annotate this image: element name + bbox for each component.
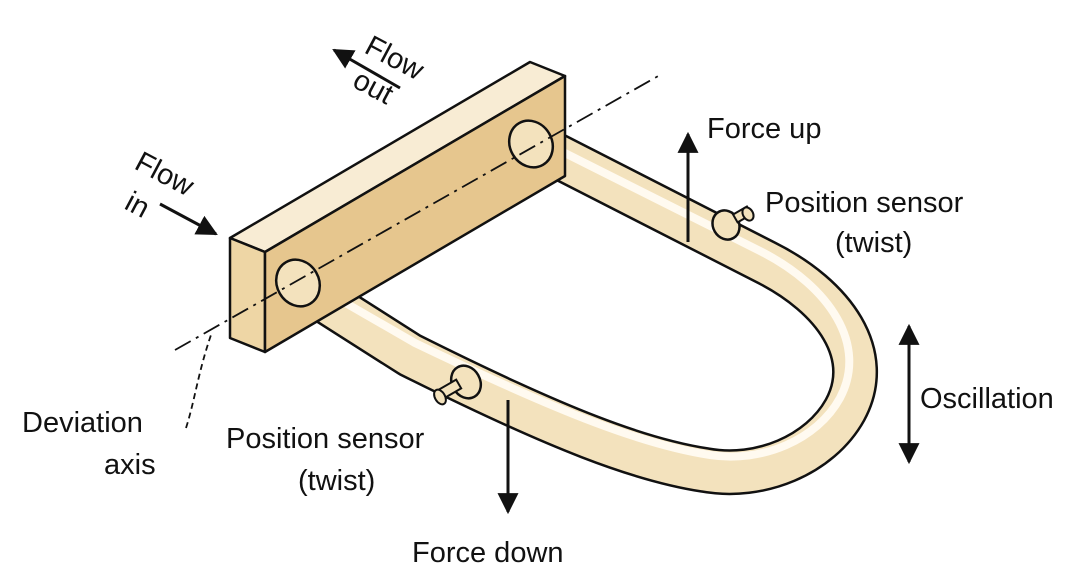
position-sensor-left [433,364,483,406]
force-up-label: Force up [707,113,821,145]
mounting-plate [228,60,567,354]
plate-front-face [228,236,267,354]
tube-highlight [293,129,854,461]
position-sensor-right-label-line1: Position sensor [765,187,964,219]
oscillation-label: Oscillation [920,383,1054,415]
tube-opening-inlet [274,258,322,308]
position-sensor-left-label-line2: (twist) [298,465,375,497]
tube-opening-outlet [507,119,555,169]
u-tube [277,119,878,496]
position-sensor-right [711,205,755,241]
flow-in-arrow [159,202,218,236]
force-down-label: Force down [412,537,564,569]
deviation-axis-label-line1: Deviation [22,407,143,439]
deviation-axis-leader [185,331,213,429]
deviation-axis-label-line2: axis [104,449,156,481]
deviation-axis-line [174,74,661,351]
position-sensor-right-label-line2: (twist) [835,227,912,259]
position-sensor-left-label-line1: Position sensor [226,423,425,455]
flow-out-arrow [332,48,401,90]
flow-in-label-line2: in [120,186,155,225]
